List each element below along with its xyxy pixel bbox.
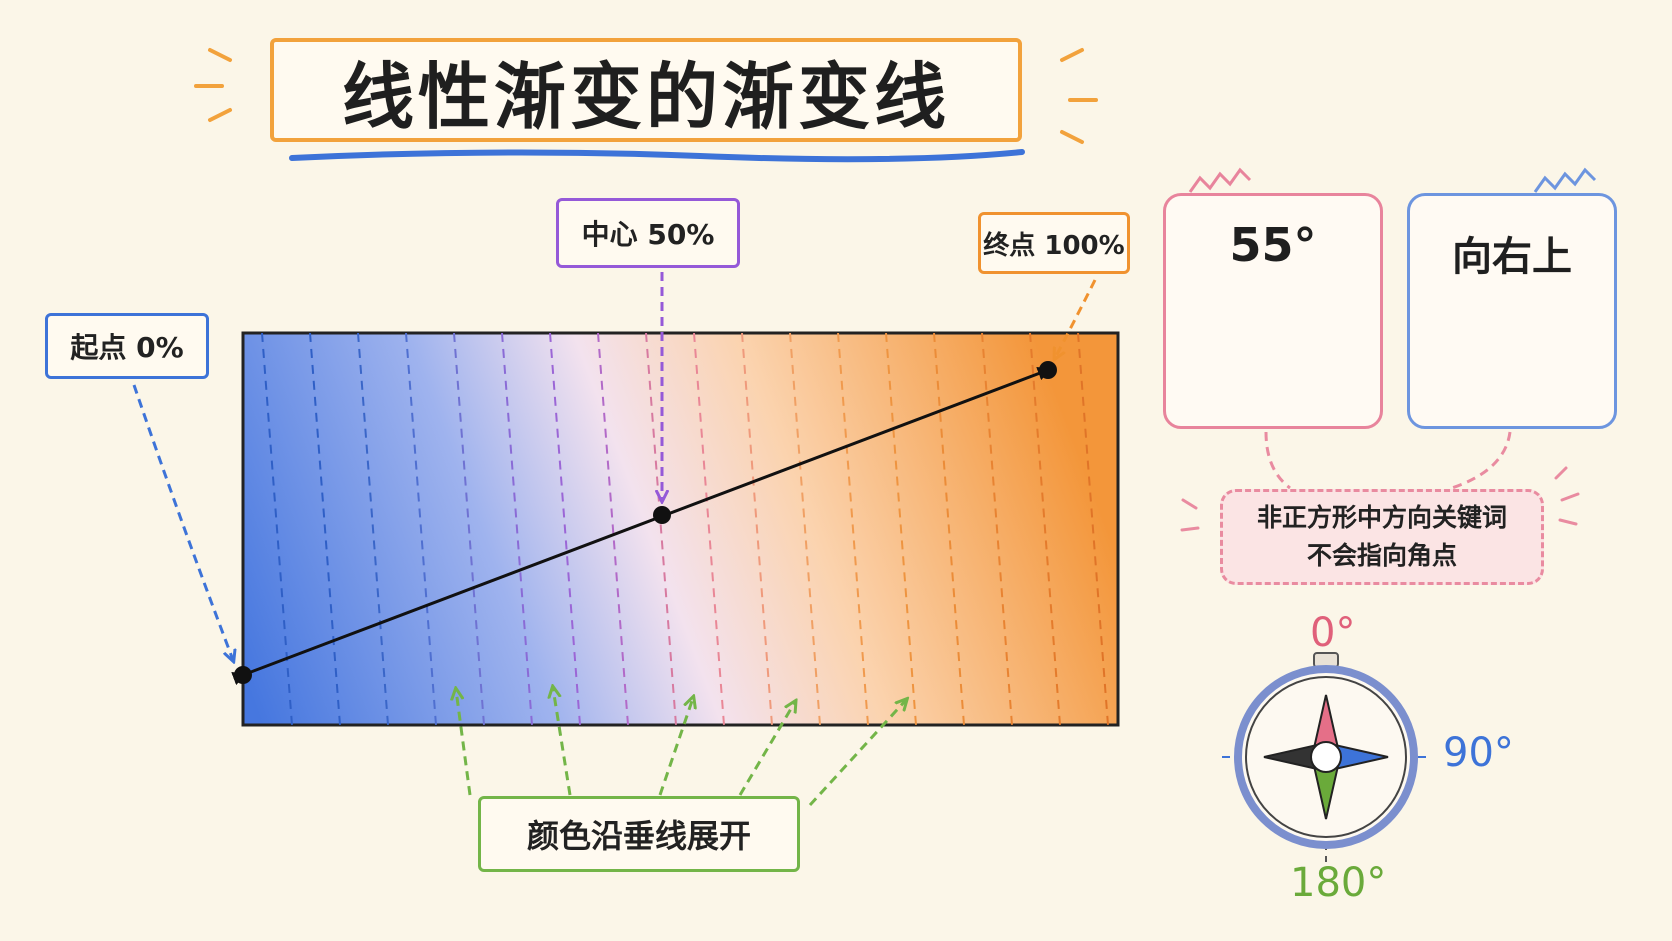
page-title: 线性渐变的渐变线 — [341, 54, 950, 139]
compass-east-label: 90° — [1443, 730, 1514, 776]
direction-keyword: 向右上 — [1452, 234, 1572, 280]
direction-card: 向右上 — [1407, 193, 1617, 429]
title-sparks-right — [1060, 48, 1098, 144]
end-point — [1039, 361, 1057, 379]
title-box: 线性渐变的渐变线 — [270, 38, 1022, 142]
center-label: 中心 50% — [556, 198, 740, 268]
spread-callout-arrows — [456, 688, 906, 807]
end-callout-arrow — [1055, 279, 1097, 358]
start-point — [234, 666, 252, 684]
note-line-2: 不会指向角点 — [1306, 541, 1457, 570]
compass-north-label: 0° — [1310, 610, 1356, 656]
note-connector-left — [1264, 431, 1291, 490]
angle-value: 55° — [1229, 218, 1317, 272]
start-callout-arrow — [132, 384, 233, 660]
title-sparks-left — [194, 48, 232, 122]
spread-label: 颜色沿垂线展开 — [478, 796, 800, 872]
gradient-line — [231, 366, 1052, 686]
title-underline — [289, 149, 1025, 163]
angle-card: 55° — [1163, 193, 1383, 429]
note-line-1: 非正方形中方向关键词 — [1256, 503, 1507, 532]
note-sparks — [1180, 466, 1580, 532]
direction-card-zigzag — [1533, 167, 1597, 193]
compass — [1222, 652, 1430, 862]
end-label: 终点 100% — [978, 212, 1130, 274]
start-label: 起点 0% — [45, 313, 209, 379]
note-connector-right — [1451, 431, 1512, 490]
angle-card-zigzag — [1188, 167, 1252, 193]
center-point — [653, 506, 671, 524]
compass-south-label: 180° — [1290, 860, 1387, 906]
note-box: 非正方形中方向关键词 不会指向角点 — [1220, 489, 1544, 585]
